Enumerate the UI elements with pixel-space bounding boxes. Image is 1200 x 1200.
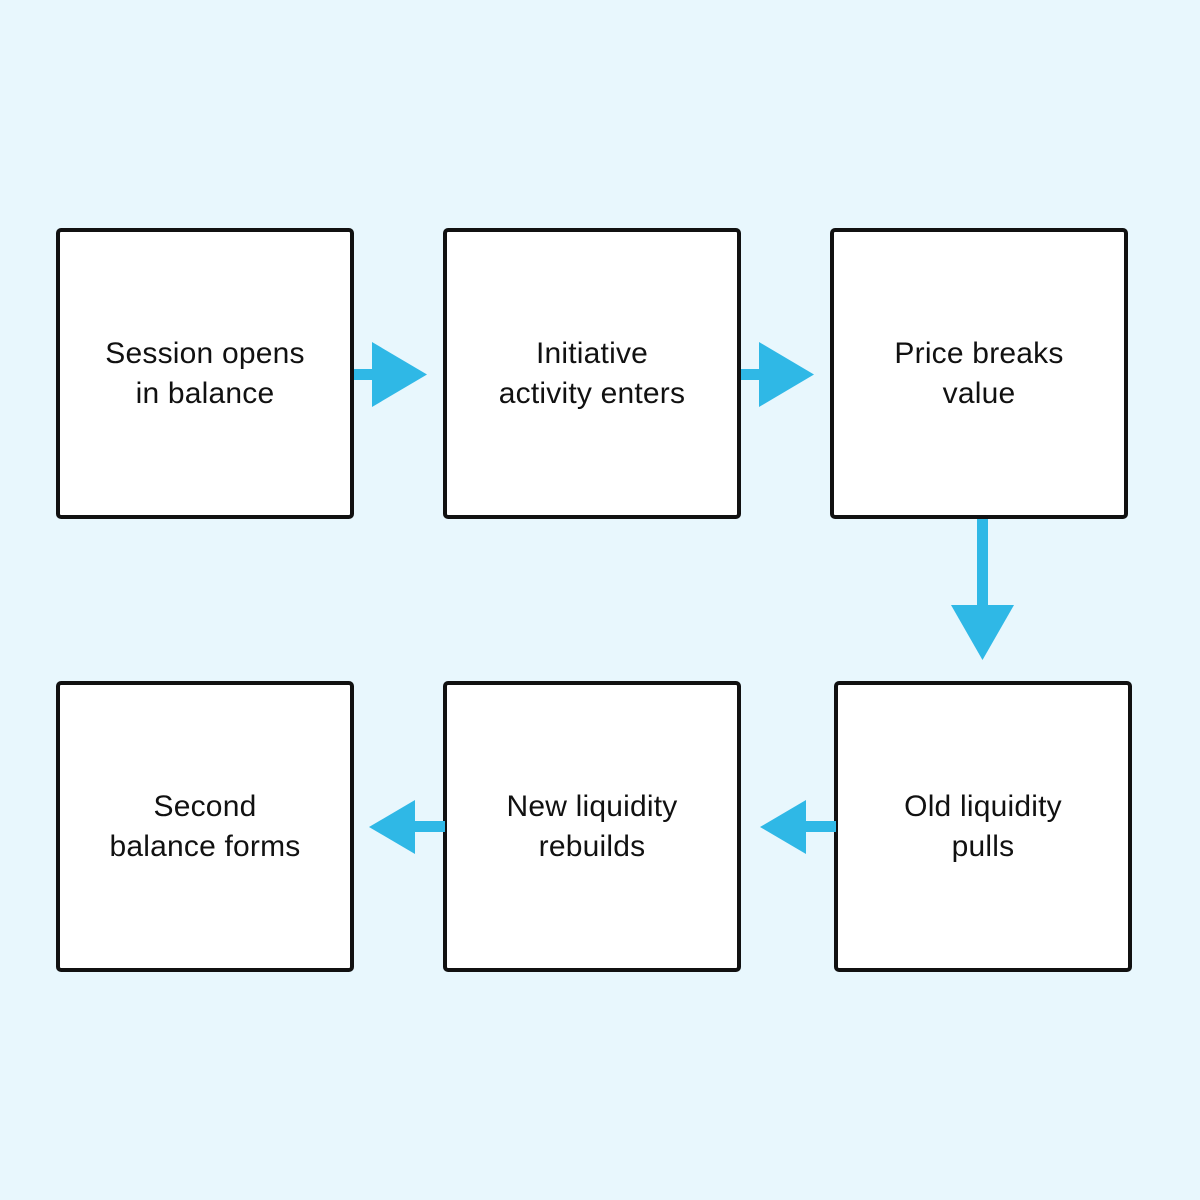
step-1-label: Session opens in balance bbox=[105, 336, 305, 410]
arrow-down-icon bbox=[951, 519, 1014, 660]
step-2-initiative-activity-box: Initiative activity enters bbox=[443, 228, 741, 519]
arrow-left-icon bbox=[760, 800, 836, 854]
step-4-label: Old liquidity pulls bbox=[904, 789, 1062, 863]
step-6-second-balance-box: Second balance forms bbox=[56, 681, 354, 972]
step-6-label: Second balance forms bbox=[109, 789, 301, 863]
step-2-label: Initiative activity enters bbox=[498, 336, 686, 410]
step-3-label: Price breaks value bbox=[894, 336, 1064, 410]
arrow-right-icon bbox=[741, 342, 814, 407]
arrow-right-icon bbox=[354, 342, 427, 407]
step-4-old-liquidity-box: Old liquidity pulls bbox=[834, 681, 1132, 972]
step-5-label: New liquidity rebuilds bbox=[506, 789, 678, 863]
arrow-left-icon bbox=[369, 800, 445, 854]
step-3-price-breaks-box: Price breaks value bbox=[830, 228, 1128, 519]
step-1-session-opens-box: Session opens in balance bbox=[56, 228, 354, 519]
step-5-new-liquidity-box: New liquidity rebuilds bbox=[443, 681, 741, 972]
